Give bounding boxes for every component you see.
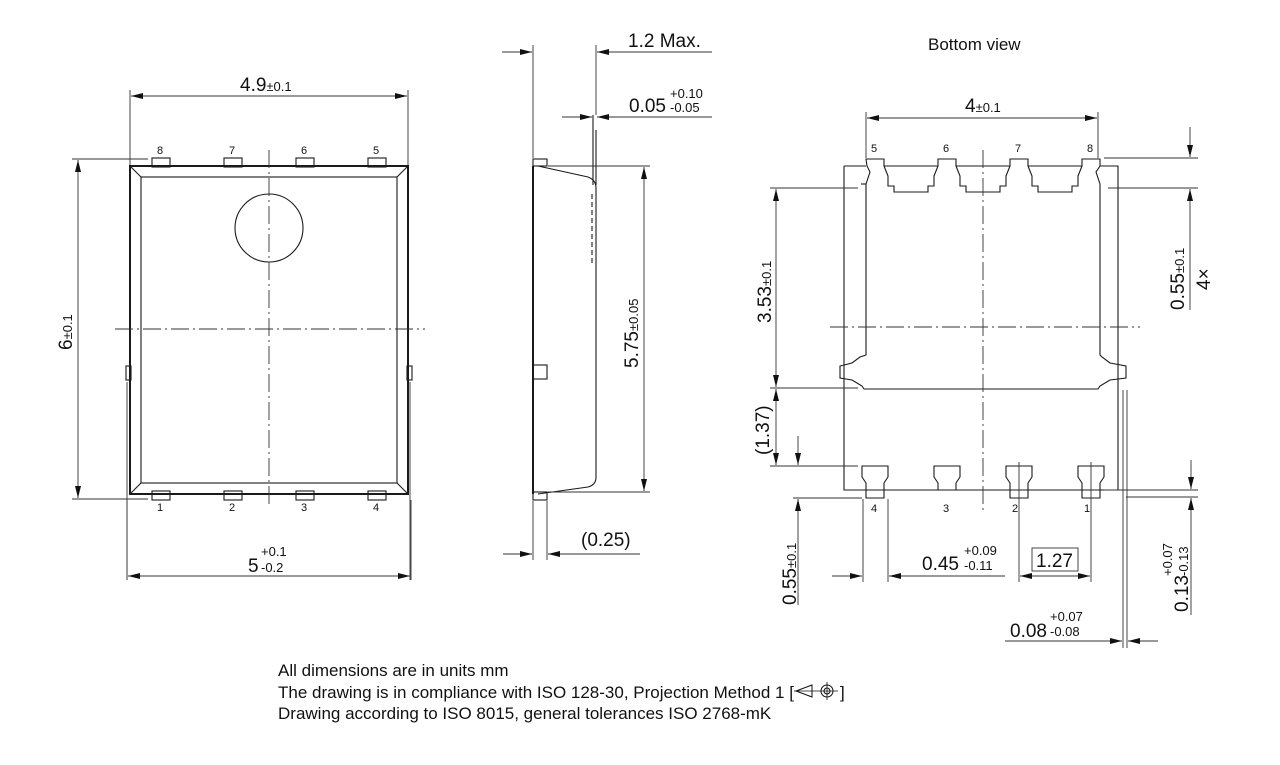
svg-text:6: 6 xyxy=(301,145,307,157)
svg-text:-0.11: -0.11 xyxy=(964,558,993,573)
svg-text:7: 7 xyxy=(1015,143,1021,155)
svg-text:-0.05: -0.05 xyxy=(670,100,700,115)
svg-text:+0.07: +0.07 xyxy=(1050,609,1083,624)
svg-text:8: 8 xyxy=(157,145,163,157)
bottom-view-title: Bottom view xyxy=(928,35,1021,54)
svg-text:0.08: 0.08 xyxy=(1010,621,1047,642)
svg-text:1.27: 1.27 xyxy=(1036,551,1073,572)
svg-text:0.55±0.1: 0.55±0.1 xyxy=(780,543,801,605)
svg-text:5: 5 xyxy=(373,145,379,157)
svg-text:-0.2: -0.2 xyxy=(261,560,283,575)
svg-text:0.05: 0.05 xyxy=(629,96,666,117)
note-units: All dimensions are in units mm xyxy=(278,661,509,680)
projection-method-icon xyxy=(793,682,838,700)
svg-text:6±0.1: 6±0.1 xyxy=(56,314,77,350)
svg-text:0.45: 0.45 xyxy=(922,554,959,575)
svg-text:6: 6 xyxy=(943,143,949,155)
svg-text:2: 2 xyxy=(1012,503,1018,515)
svg-text:+0.10: +0.10 xyxy=(670,86,703,101)
note-projection: The drawing is in compliance with ISO 12… xyxy=(278,682,845,702)
svg-text:2: 2 xyxy=(229,502,235,514)
svg-text:4.9±0.1: 4.9±0.1 xyxy=(240,75,292,96)
svg-text:3: 3 xyxy=(943,503,949,515)
drawing-notes: All dimensions are in units mm The drawi… xyxy=(278,660,845,724)
svg-text:4: 4 xyxy=(871,503,877,515)
svg-text:7: 7 xyxy=(229,145,235,157)
svg-text:3.53±0.1: 3.53±0.1 xyxy=(755,261,776,323)
svg-text:0.55±0.1: 0.55±0.1 xyxy=(1168,248,1189,310)
top-view: 4.9±0.1 6±0.1 5 +0.1 -0.2 8 7 6 5 1 2 3 … xyxy=(56,75,425,580)
body-inner-outline xyxy=(140,176,398,484)
svg-text:4±0.1: 4±0.1 xyxy=(965,96,1001,117)
svg-text:+0.09: +0.09 xyxy=(964,543,997,558)
svg-text:1.2 Max.: 1.2 Max. xyxy=(628,31,701,52)
svg-text:1: 1 xyxy=(157,502,163,514)
svg-text:+0.07: +0.07 xyxy=(1160,543,1175,576)
svg-text:(0.25): (0.25) xyxy=(581,530,631,551)
svg-text:5: 5 xyxy=(248,556,259,577)
basic-dimension-box xyxy=(1031,547,1079,572)
svg-text:(1.37): (1.37) xyxy=(753,405,774,455)
svg-text:8: 8 xyxy=(1087,143,1093,155)
svg-text:4×: 4× xyxy=(1194,268,1215,290)
svg-text:-0.08: -0.08 xyxy=(1050,624,1080,639)
svg-text:+0.1: +0.1 xyxy=(261,544,287,559)
note-tolerances: Drawing according to ISO 8015, general t… xyxy=(278,704,772,723)
svg-text:-0.13: -0.13 xyxy=(1176,546,1191,576)
svg-text:3: 3 xyxy=(301,502,307,514)
svg-text:5.75±0.05: 5.75±0.05 xyxy=(622,299,643,368)
svg-text:1: 1 xyxy=(1084,503,1090,515)
svg-text:0.13: 0.13 xyxy=(1172,575,1193,612)
bottom-view: 4±0.1 0.55±0.1 4× 3.53±0.1 (1.37) 0.55±0… xyxy=(753,96,1215,648)
svg-text:5: 5 xyxy=(871,143,877,155)
side-view: 1.2 Max. 0.05 +0.10 -0.05 5.75±0.05 (0.2… xyxy=(502,31,712,560)
svg-text:4: 4 xyxy=(373,502,379,514)
